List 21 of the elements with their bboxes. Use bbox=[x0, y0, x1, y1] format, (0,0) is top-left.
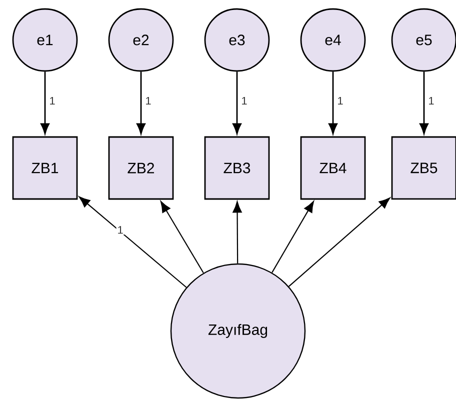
arrow bbox=[40, 72, 50, 134]
edge-label: 1 bbox=[242, 96, 247, 105]
arrow bbox=[160, 201, 204, 274]
arrow bbox=[328, 72, 338, 134]
observed-box: ZB5 bbox=[391, 136, 456, 200]
observed-box: ZB3 bbox=[204, 136, 270, 200]
arrow bbox=[288, 198, 390, 287]
arrow bbox=[78, 196, 187, 288]
arrow bbox=[136, 72, 146, 134]
arrow bbox=[232, 72, 242, 134]
observed-box: ZB1 bbox=[12, 136, 78, 200]
arrow bbox=[232, 201, 242, 264]
arrow bbox=[420, 72, 428, 134]
edge-label: 1 bbox=[146, 96, 151, 105]
edge-label: 1 bbox=[429, 96, 434, 105]
edge-label: 1 bbox=[118, 226, 123, 234]
edge-label: 1 bbox=[338, 96, 343, 105]
arrow bbox=[272, 201, 314, 273]
edge-label: 1 bbox=[50, 96, 55, 105]
observed-box: ZB2 bbox=[108, 136, 174, 200]
observed-box: ZB4 bbox=[300, 136, 366, 200]
